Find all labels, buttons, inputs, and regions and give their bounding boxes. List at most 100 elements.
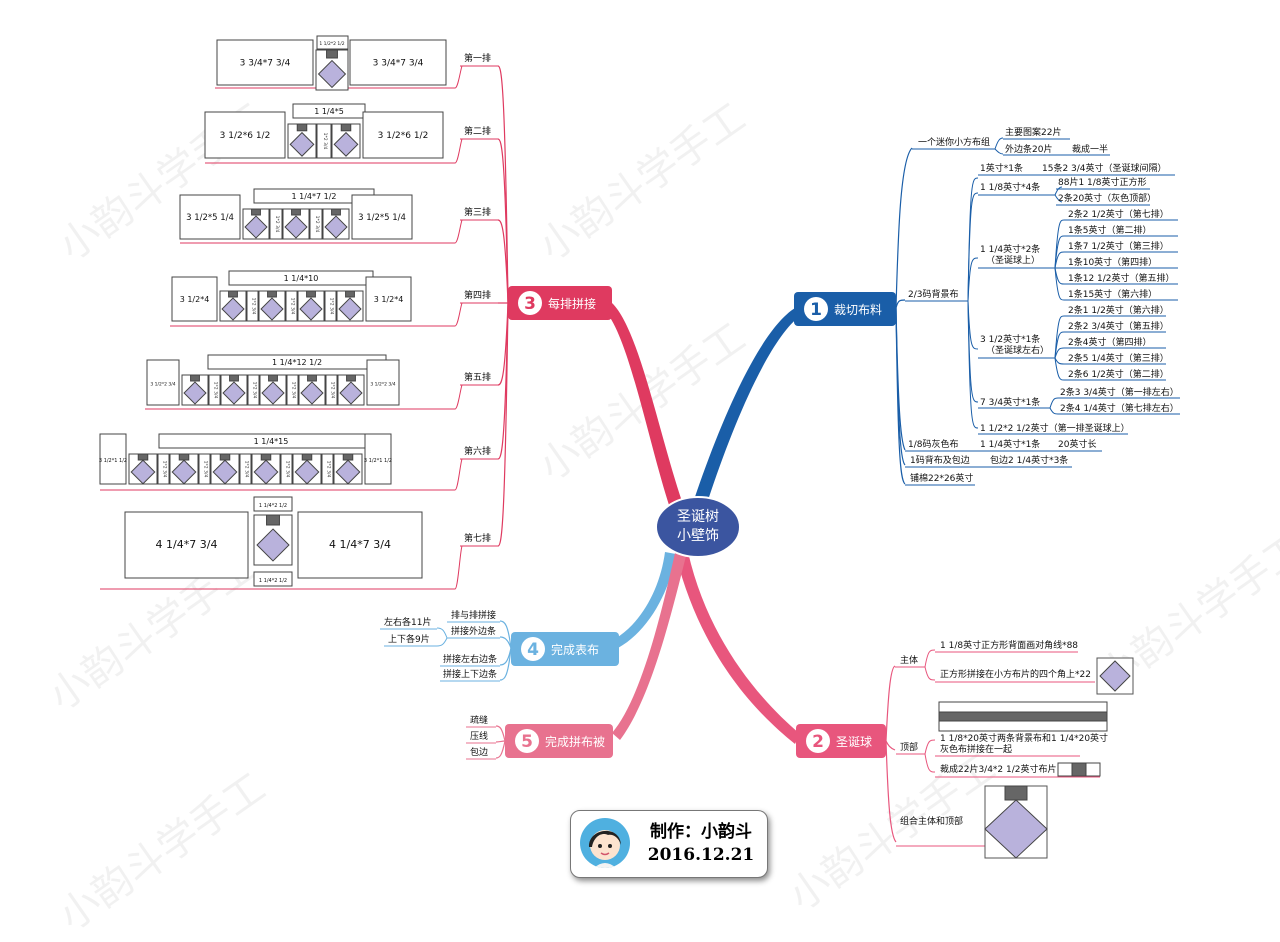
node-cut-fabric-number: 1 xyxy=(810,300,822,320)
connector xyxy=(1054,357,1065,365)
side-piece-label: 4 1/4*7 3/4 xyxy=(156,538,218,551)
ball-diamond xyxy=(222,381,246,405)
ball-diamond xyxy=(253,459,279,485)
ball-diamond xyxy=(299,297,323,321)
connector xyxy=(1049,407,1059,415)
node-christmas-ball-label: 圣诞球 xyxy=(836,735,872,749)
node-label: 1/8码灰色布 xyxy=(908,438,959,450)
spacer-label: 1*2 3/4 xyxy=(251,298,257,315)
ball-diamond xyxy=(284,215,308,239)
connector xyxy=(885,740,896,751)
node-finish-quilt-num-bg xyxy=(515,729,539,753)
spacer-strip xyxy=(280,453,293,485)
node-label: 1条7 1/2英寸（第三排） xyxy=(1068,240,1169,252)
ball-top xyxy=(307,374,317,382)
side-piece-label: 3 3/4*7 3/4 xyxy=(240,59,291,69)
strip-grey xyxy=(938,711,1108,722)
node-label: 上下各9片 xyxy=(388,633,430,645)
connector xyxy=(499,636,512,649)
connector xyxy=(967,257,979,302)
node-label: 包边2 1/4英寸*3条 xyxy=(990,454,1068,466)
side-piece xyxy=(171,276,218,322)
node-label: 左右各11片 xyxy=(384,616,431,628)
node-label: 灰色布拼接在一起 xyxy=(940,743,1012,755)
connector xyxy=(497,219,509,304)
ball-diamond xyxy=(300,381,324,405)
side-piece xyxy=(351,194,413,240)
node-label: 1 1/8*20英寸两条背景布和1 1/4*20英寸 xyxy=(940,732,1108,744)
node-label: 铺棉22*26英寸 xyxy=(910,472,973,484)
ball-top xyxy=(345,290,355,298)
node-label: 1条12 1/2英寸（第五排） xyxy=(1068,272,1175,284)
spacer-strip xyxy=(269,208,283,240)
ball-diamond-icon xyxy=(1099,660,1131,692)
row-label: 第四排 xyxy=(464,289,491,301)
ball-diamond xyxy=(130,459,156,485)
ball-top xyxy=(331,208,341,216)
spacer-label: 1*2 3/4 xyxy=(330,382,336,399)
ball-diamond xyxy=(324,215,348,239)
connector xyxy=(1054,315,1065,359)
node-label: 1条15英寸（第六排） xyxy=(1068,288,1157,300)
connector xyxy=(994,148,1004,155)
side-piece xyxy=(366,359,400,406)
connector xyxy=(994,137,1004,150)
author-date: 2016.12.21 xyxy=(647,845,755,865)
top-strip-label: 1 1/4*15 xyxy=(254,437,289,446)
ball-top xyxy=(228,290,238,298)
top-strip-label: 1 1/2*2 1/2 xyxy=(319,41,344,47)
connector xyxy=(967,300,979,403)
ball-top xyxy=(301,453,313,461)
top-strip-label: 1 1/4*7 1/2 xyxy=(291,192,336,201)
side-piece-label: 3 3/4*7 3/4 xyxy=(373,59,424,69)
side-piece-label: 3 1/2*4 xyxy=(374,295,404,304)
connector xyxy=(895,299,906,309)
node-label: 20英寸长 xyxy=(1058,438,1096,450)
node-label: （圣诞球左右） xyxy=(986,344,1049,356)
connector xyxy=(924,739,936,755)
node-finish-quilt-number: 5 xyxy=(521,732,533,752)
ball-top xyxy=(267,290,277,298)
connector xyxy=(1054,347,1065,359)
side-piece xyxy=(99,433,127,485)
connector xyxy=(499,647,512,681)
node-label: 1条10英寸（第四排） xyxy=(1068,256,1157,268)
node-label: 7 3/4英寸*1条 xyxy=(980,396,1040,408)
side-piece xyxy=(365,276,412,322)
row-label: 第七排 xyxy=(464,532,491,544)
branch-rows xyxy=(606,303,685,514)
node-label: 正方形拼接在小方布片的四个角上*22 xyxy=(940,668,1091,680)
node-label: 1 1/8英寸正方形背面画对角线*88 xyxy=(940,639,1078,651)
node-label: （圣诞球上） xyxy=(986,254,1040,266)
spacer-label: 1*2 3/4 xyxy=(252,382,258,399)
node-finish-quilt-label: 完成拼布被 xyxy=(545,734,605,749)
spacer-label: 1*2 3/4 xyxy=(291,382,297,399)
side-piece xyxy=(204,111,286,159)
ball-diamond xyxy=(212,459,238,485)
side-piece-label: 3 1/2*6 1/2 xyxy=(378,131,429,141)
ball-top xyxy=(268,374,278,382)
node-label: 2条4 1/4英寸（第七排左右） xyxy=(1060,402,1179,414)
spacer-strip xyxy=(247,374,260,406)
node-row-assembly-num-bg xyxy=(518,291,542,315)
ball-diamond xyxy=(338,297,362,321)
node-label: 2条5 1/4英寸（第三排） xyxy=(1068,352,1169,364)
row-label: 第六排 xyxy=(464,445,491,457)
connector xyxy=(497,302,509,547)
connector xyxy=(495,740,506,759)
strip-background xyxy=(938,701,1108,713)
ball-diamond xyxy=(335,459,361,485)
connector xyxy=(1054,267,1065,301)
spacer-strip xyxy=(309,208,323,240)
ball-top xyxy=(260,453,272,461)
connector xyxy=(436,637,448,647)
node-label: 拼接左右边条 xyxy=(443,653,497,665)
ball-top xyxy=(291,208,301,216)
connector xyxy=(100,545,463,590)
center-title: 圣诞树 xyxy=(677,509,719,525)
connector xyxy=(436,627,448,639)
ball-top xyxy=(219,453,231,461)
side-piece-label: 3 1/2*5 1/4 xyxy=(358,213,406,223)
connector xyxy=(145,384,463,410)
side-piece-label: 3 1/2*4 xyxy=(180,295,210,304)
